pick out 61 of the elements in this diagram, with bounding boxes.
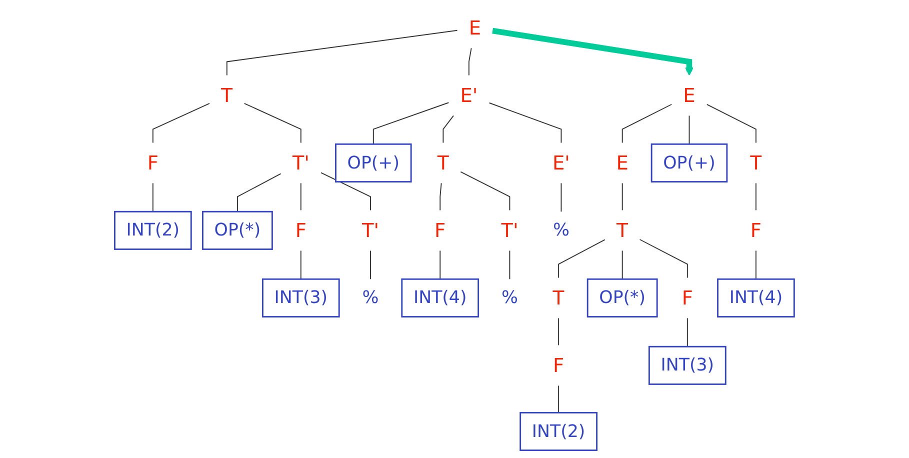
node-text: T xyxy=(552,286,564,310)
node-text: % xyxy=(553,220,570,241)
connector xyxy=(370,250,372,280)
connector xyxy=(488,102,562,144)
node-text: T xyxy=(221,84,233,108)
node-box: INT(4) xyxy=(401,278,480,318)
connector xyxy=(509,250,510,280)
connector xyxy=(639,239,688,278)
connector xyxy=(300,250,302,280)
node-text: E' xyxy=(552,151,570,175)
arrow xyxy=(492,28,694,76)
node-box: OP(+) xyxy=(650,143,728,182)
node-text: % xyxy=(502,288,518,308)
connector xyxy=(372,102,450,145)
connector xyxy=(152,182,154,212)
connector xyxy=(622,182,623,211)
connector xyxy=(688,115,690,145)
node-text: % xyxy=(362,288,379,308)
connector xyxy=(237,173,282,212)
connector xyxy=(558,385,560,414)
connector xyxy=(706,104,756,144)
node-box: INT(3) xyxy=(648,346,726,385)
node-text: F xyxy=(295,218,306,242)
node-text: T' xyxy=(362,218,380,242)
node-text: F xyxy=(682,286,694,310)
connector xyxy=(460,171,510,211)
connector xyxy=(558,318,560,346)
connector xyxy=(622,104,672,144)
connector xyxy=(442,115,454,144)
node-box: OP(*) xyxy=(586,278,658,318)
node-text: T xyxy=(750,151,762,175)
connector xyxy=(320,172,372,211)
node-text: F xyxy=(750,218,762,242)
connector xyxy=(686,318,688,348)
node-box: INT(2) xyxy=(114,210,192,250)
connector xyxy=(468,48,472,76)
node-text: E' xyxy=(460,84,478,108)
node-box: INT(3) xyxy=(262,278,340,318)
node-box: INT(4) xyxy=(717,278,795,318)
node-text: E xyxy=(683,84,696,108)
node-text: T xyxy=(437,151,450,175)
node-text: T' xyxy=(501,218,518,242)
connector xyxy=(558,239,606,278)
connector xyxy=(440,250,441,280)
node-text: F xyxy=(553,354,564,378)
connector xyxy=(622,250,623,280)
node-text: T' xyxy=(292,151,310,175)
node-box: INT(2) xyxy=(520,412,598,451)
connector xyxy=(226,30,458,76)
node-text: F xyxy=(434,218,446,242)
connector xyxy=(300,182,302,211)
node-text: E xyxy=(616,151,628,175)
connector xyxy=(560,182,562,212)
connector xyxy=(440,182,442,211)
connector xyxy=(152,102,210,144)
node-box: OP(+) xyxy=(335,143,412,182)
node-text: T xyxy=(616,218,628,242)
node-text: E xyxy=(468,16,482,40)
node-text: F xyxy=(147,151,159,175)
connector xyxy=(244,102,302,144)
node-box: OP(*) xyxy=(202,210,273,250)
